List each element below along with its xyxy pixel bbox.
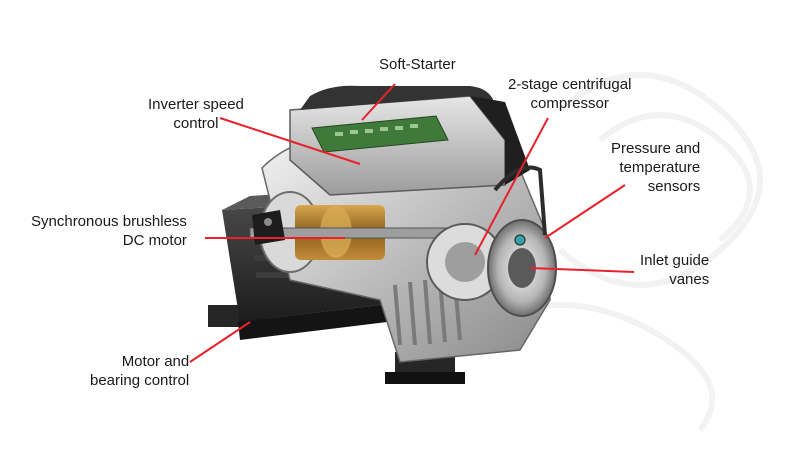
leader-inverter xyxy=(219,117,361,165)
leader-bearing xyxy=(189,321,251,363)
label-sensors-line3: sensors xyxy=(647,178,701,195)
label-igv-line2: vanes xyxy=(669,271,710,288)
label-pressure-temperature-sensors: Pressure and temperature sensors xyxy=(611,139,700,196)
label-motor-line1: Synchronous brushless xyxy=(31,213,187,230)
label-centrifugal-line2: compressor xyxy=(530,95,609,112)
label-bearing-line2: bearing control xyxy=(90,372,190,389)
label-inverter-line1: Inverter speed xyxy=(148,96,244,113)
label-bearing-line1: Motor and xyxy=(121,353,190,370)
label-synchronous-dc-motor: Synchronous brushless DC motor xyxy=(31,212,187,250)
label-inlet-guide-vanes: Inlet guide vanes xyxy=(640,251,709,289)
leader-inlet-guide xyxy=(529,267,635,273)
circuit-board xyxy=(311,115,449,153)
label-sensors-line1: Pressure and xyxy=(611,140,701,157)
leader-lines xyxy=(189,83,635,363)
label-inverter-line2: control xyxy=(173,115,219,132)
leader-sensors xyxy=(544,184,626,239)
label-motor-bearing-control: Motor and bearing control xyxy=(90,352,189,390)
label-sensors-line2: temperature xyxy=(619,159,701,176)
label-igv-line1: Inlet guide xyxy=(640,252,710,269)
label-centrifugal-line1: 2-stage centrifugal xyxy=(508,76,632,93)
label-soft-starter-text: Soft-Starter xyxy=(379,56,456,73)
label-inverter-speed-control: Inverter speed control xyxy=(148,95,244,133)
label-soft-starter: Soft-Starter xyxy=(379,55,456,74)
control-box xyxy=(289,85,530,196)
left-end-cap xyxy=(252,210,285,245)
label-centrifugal-compressor: 2-stage centrifugal compressor xyxy=(508,75,631,113)
leader-soft-starter xyxy=(361,83,396,121)
leader-centrifugal xyxy=(474,117,549,256)
label-motor-line2: DC motor xyxy=(122,232,187,249)
